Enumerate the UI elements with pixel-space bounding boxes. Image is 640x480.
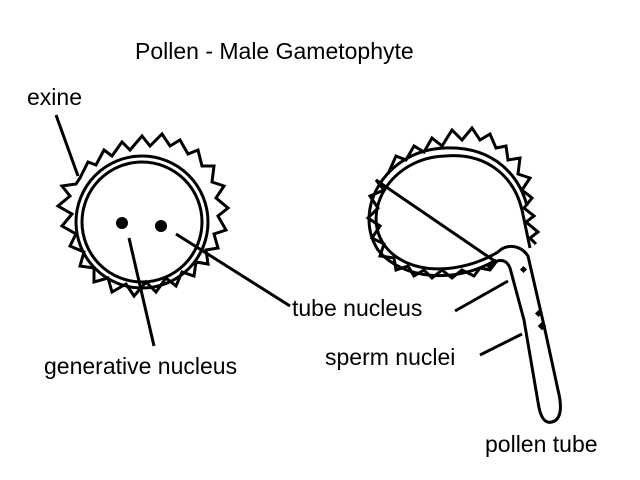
inner-wall-right [374,154,532,271]
label-exine: exine [27,84,82,110]
sperm-nucleus-1 [519,265,528,274]
label-pollen-tube: pollen tube [485,431,598,457]
label-sperm-nuclei: sperm nuclei [325,344,456,370]
pollen-grain-left [55,131,231,299]
sperm-nuclei-leader [479,332,523,357]
tube-nucleus-leader [175,232,291,308]
tube-nucleus-dot [155,220,167,232]
tube-nucleus-leader-right [454,279,509,313]
label-generative-nucleus: generative nucleus [44,353,238,379]
intine-outer-left [74,154,210,290]
diagram-title: Pollen - Male Gametophyte [135,38,414,64]
leader-lines [54,114,523,357]
intine-inner-left [80,160,204,284]
sperm-nucleus-3 [537,321,547,331]
pollen-grain-right [365,125,562,424]
generative-nucleus-dot [116,217,128,229]
pollen-tube-outline [486,245,562,424]
sperm-nuclei [519,265,547,331]
inner-wall-right-2 [367,146,529,278]
generative-nucleus-leader [127,237,156,347]
sperm-nucleus-2 [534,309,543,318]
label-tube-nucleus: tube nucleus [292,295,423,321]
exine-leader [54,114,80,177]
exine-wall-left [55,131,231,299]
